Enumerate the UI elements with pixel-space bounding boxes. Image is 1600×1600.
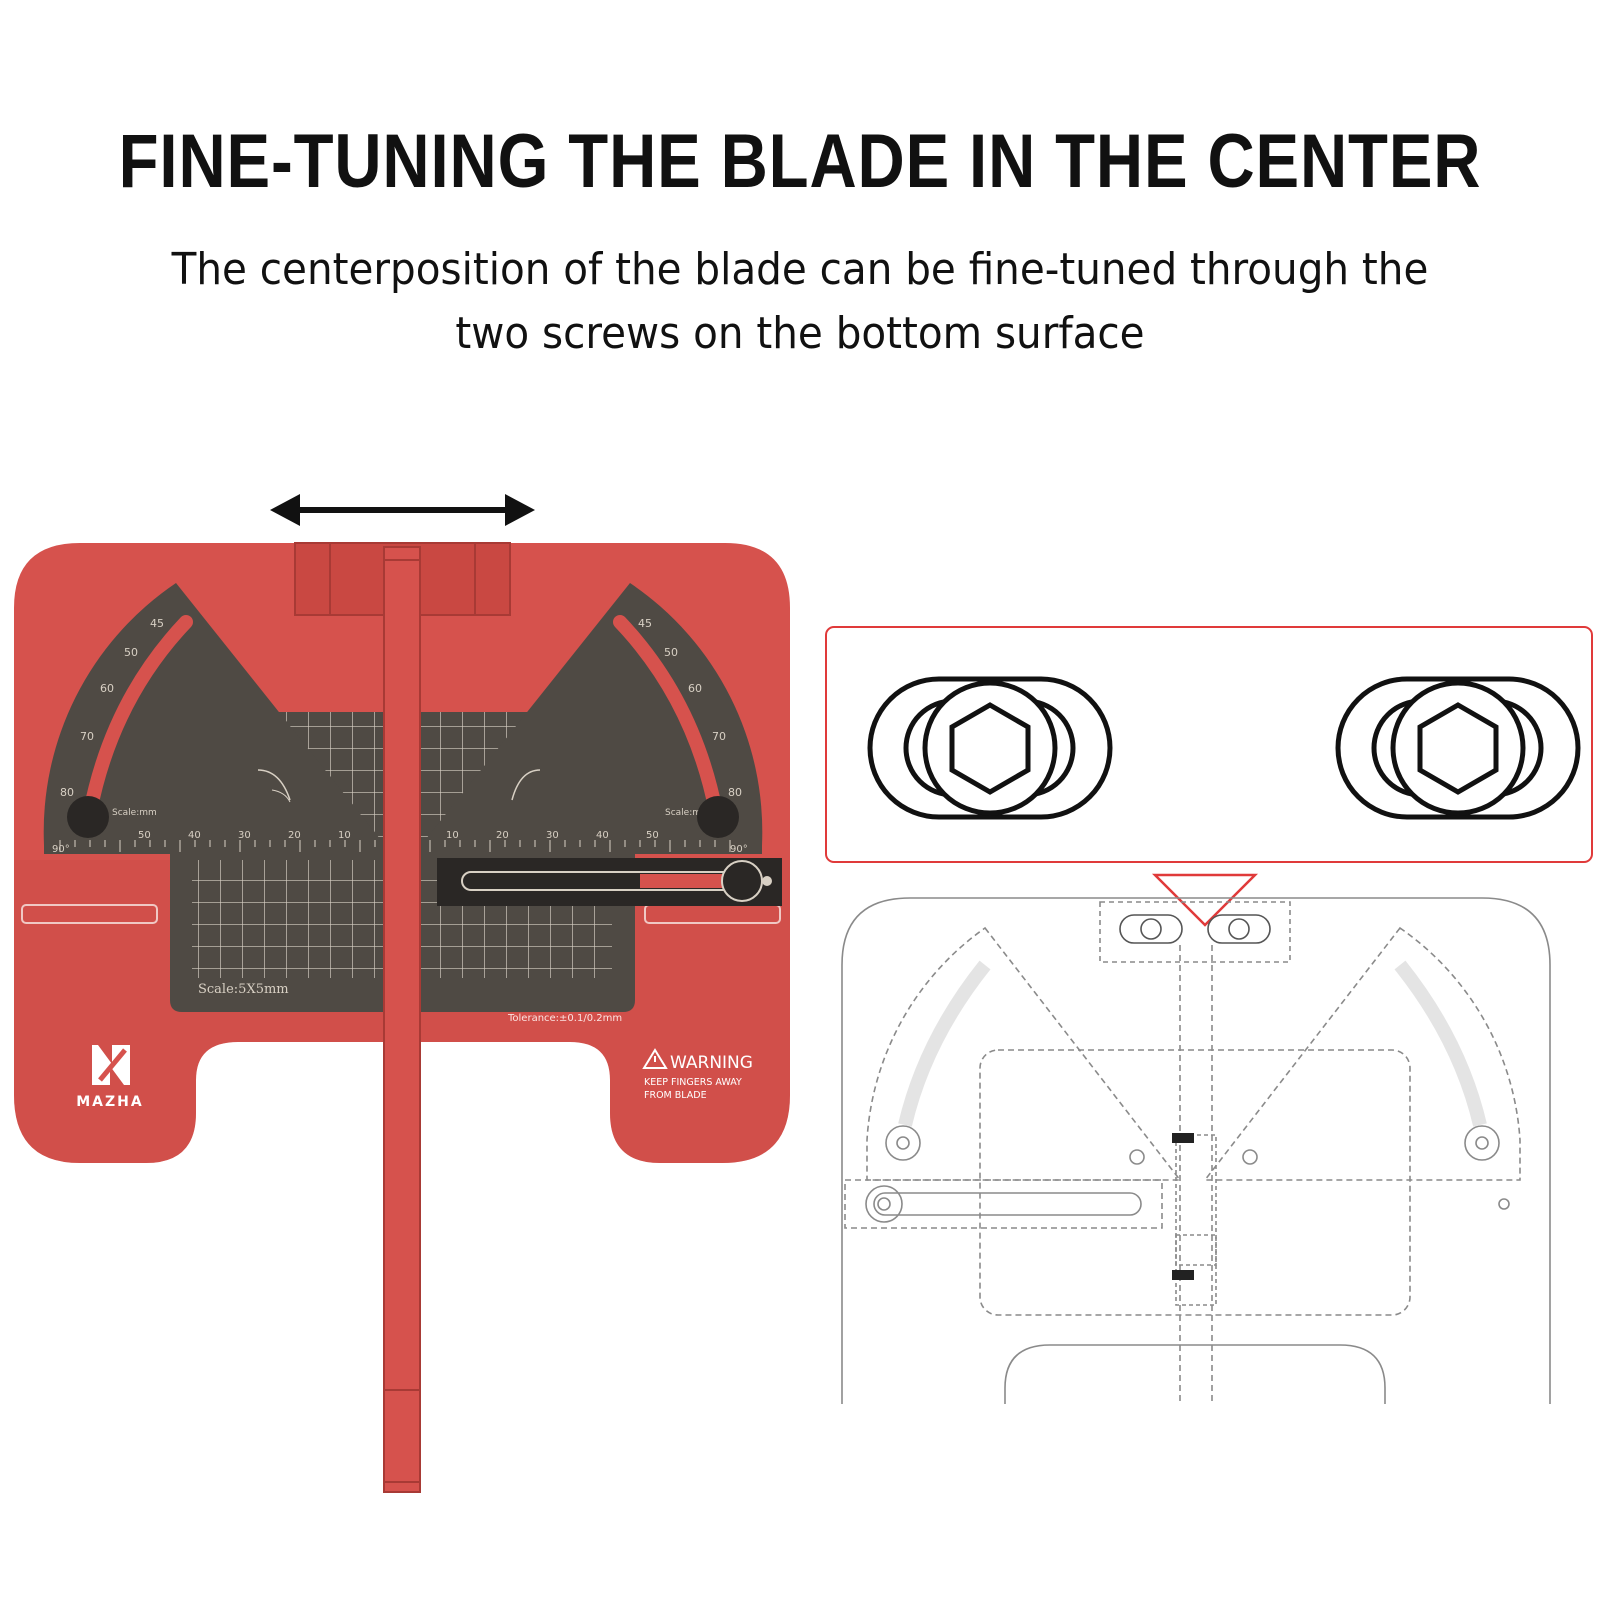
svg-text:70: 70	[80, 730, 94, 743]
svg-text:45: 45	[638, 617, 652, 630]
slide-bar[interactable]	[437, 858, 782, 906]
svg-text:40: 40	[596, 830, 609, 841]
svg-text:90°: 90°	[730, 844, 748, 855]
svg-text:50: 50	[646, 830, 659, 841]
warning-title: WARNING	[670, 1053, 753, 1073]
svg-text:70: 70	[712, 730, 726, 743]
svg-text:50: 50	[138, 830, 151, 841]
svg-text:20: 20	[288, 830, 301, 841]
pivot-knob-right[interactable]	[697, 796, 739, 838]
unit-label-left: Scale:mm	[112, 808, 157, 818]
left-protractor	[43, 583, 385, 845]
svg-text:60: 60	[688, 682, 702, 695]
svg-text:80: 80	[60, 786, 74, 799]
product-illustration: Scale:5X5mm 45 50 60 70 80 Scale:mm 45 5…	[14, 494, 790, 1493]
pivot-knob-left[interactable]	[67, 796, 109, 838]
right-ruler-ticks: 10 20 30 40 50 90°	[446, 830, 748, 855]
side-slot-left	[21, 904, 158, 924]
right-arc-labels: 45 50 60 70 80	[638, 617, 742, 799]
svg-text:90°: 90°	[52, 844, 70, 855]
svg-text:45: 45	[150, 617, 164, 630]
bottom-view-screws	[1172, 1133, 1194, 1280]
svg-text:20: 20	[496, 830, 509, 841]
hex-screw-icon	[867, 676, 1113, 820]
mazha-logo-icon	[92, 1045, 130, 1085]
page-subtitle: The centerposition of the blade can be f…	[171, 244, 1429, 359]
svg-text:10: 10	[338, 830, 351, 841]
warning-triangle-icon	[642, 1048, 668, 1069]
callout-pointer	[1151, 873, 1259, 927]
blade	[383, 546, 421, 1493]
brand-name: MAZHA	[76, 1094, 143, 1110]
svg-text:60: 60	[100, 682, 114, 695]
hex-screw-icon	[1335, 676, 1581, 820]
page-title: FINE-TUNING THE BLADE IN THE CENTER	[118, 119, 1482, 204]
tolerance-label: Tolerance:±0.1/0.2mm	[507, 1013, 622, 1024]
svg-text:40: 40	[188, 830, 201, 841]
double-arrow-icon	[270, 494, 535, 526]
left-arc-labels: 45 50 60 70 80	[60, 617, 164, 799]
unit-label-right: Scale:mm	[665, 808, 710, 818]
bottom-view-drawing	[841, 897, 1551, 1404]
right-protractor	[421, 583, 763, 845]
svg-text:80: 80	[728, 786, 742, 799]
svg-text:50: 50	[664, 646, 678, 659]
svg-text:10: 10	[446, 830, 459, 841]
svg-text:50: 50	[124, 646, 138, 659]
scale-label: Scale:5X5mm	[198, 982, 289, 997]
screw-detail-callout	[825, 626, 1593, 927]
left-ruler-ticks: 90° 50 40 30 20 10	[52, 830, 351, 855]
warning-line-2: FROM BLADE	[644, 1090, 707, 1101]
svg-text:30: 30	[546, 830, 559, 841]
svg-text:30: 30	[238, 830, 251, 841]
warning-line-1: KEEP FINGERS AWAY	[644, 1077, 742, 1088]
